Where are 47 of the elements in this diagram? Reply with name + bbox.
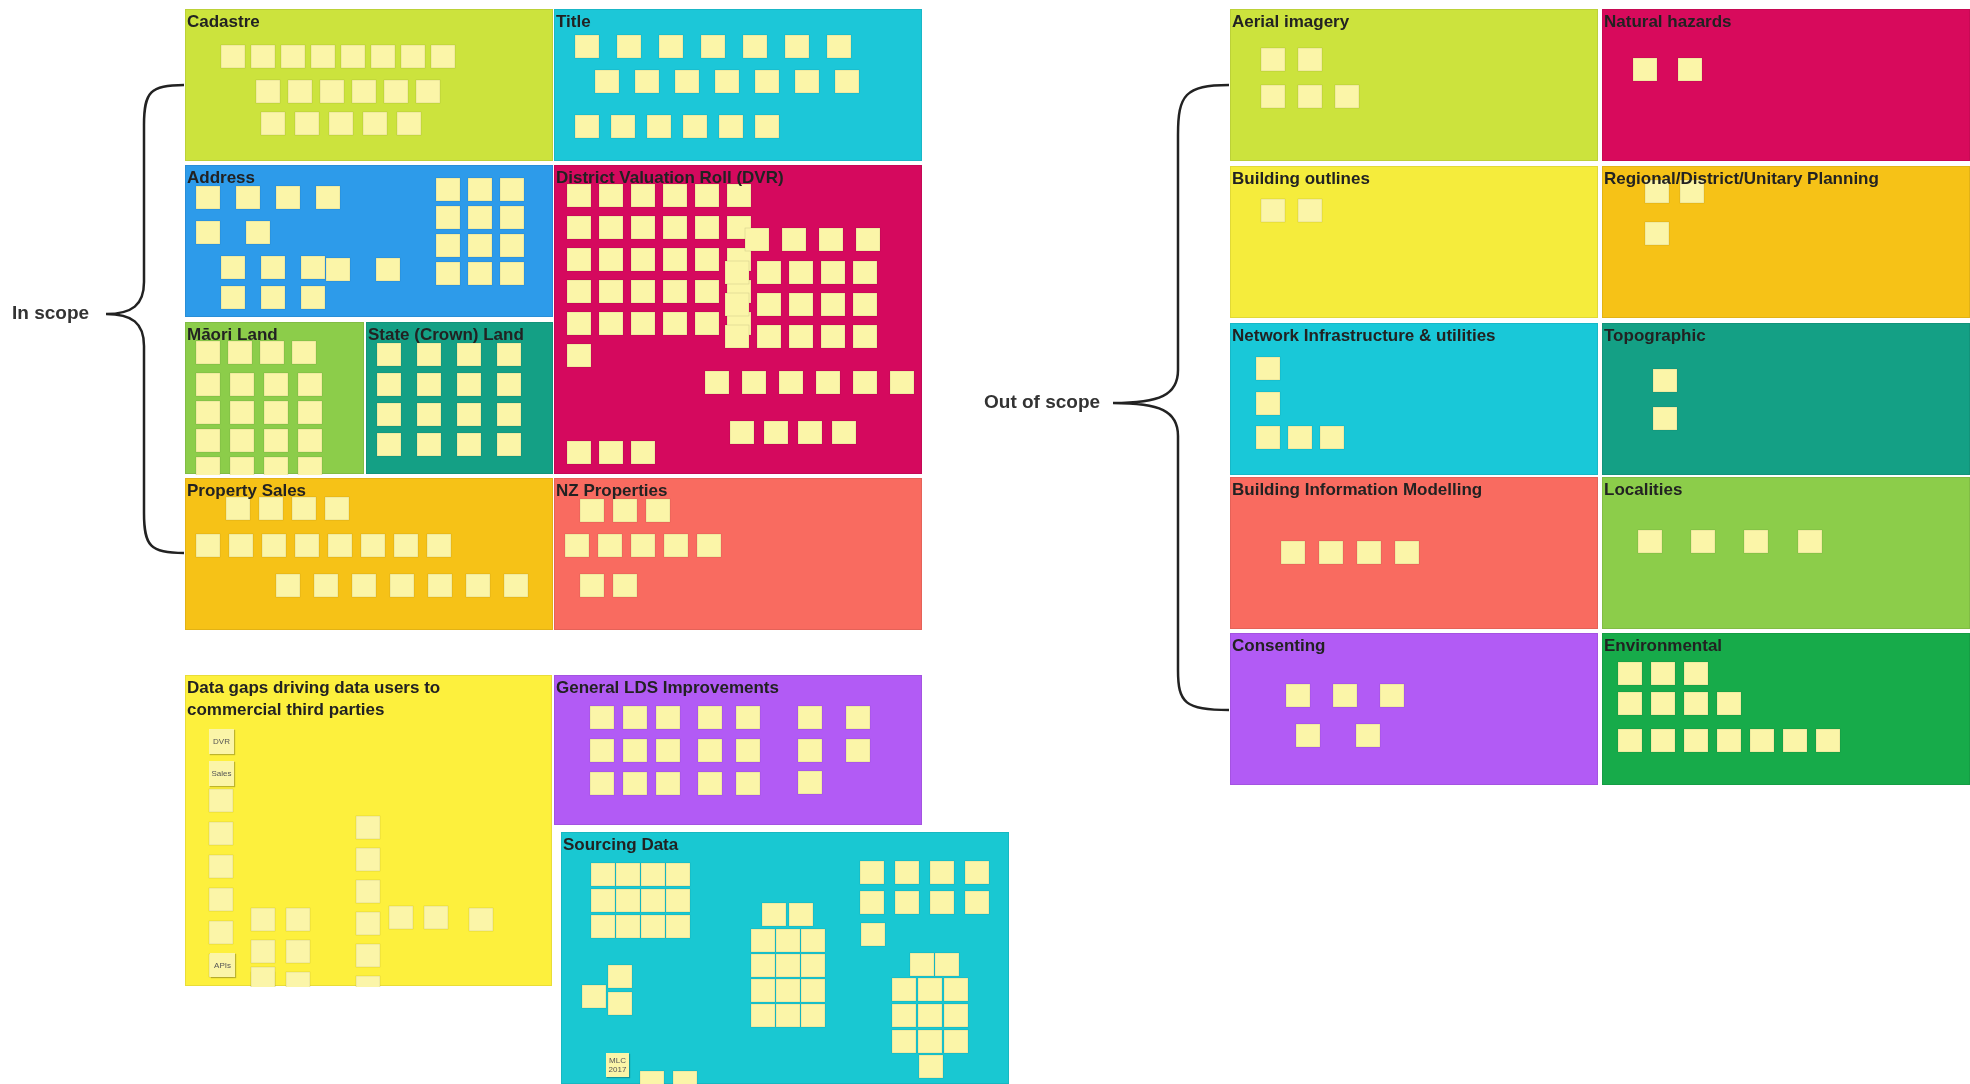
panel-title: State (Crown) Land xyxy=(368,324,524,346)
topic-panel xyxy=(554,9,922,161)
topic-panel xyxy=(1230,323,1598,475)
panel-title: Environmental xyxy=(1604,635,1723,657)
topic-panel xyxy=(1230,477,1598,629)
topic-panel xyxy=(185,165,553,317)
topic-panel xyxy=(185,675,552,986)
topic-panel xyxy=(1602,477,1970,629)
topic-panel xyxy=(1230,9,1598,161)
panel-title: Localities xyxy=(1604,479,1683,501)
panel-title: Regional/District/Unitary Planning xyxy=(1604,168,1879,190)
panel-title: Title xyxy=(556,11,591,33)
topic-panel xyxy=(561,832,1009,1084)
topic-panel xyxy=(1602,633,1970,785)
panel-title: Data gaps driving data users to commercial third parties xyxy=(187,677,442,721)
scope-label: In scope xyxy=(12,302,90,324)
panel-title: Address xyxy=(187,167,256,189)
topic-panel xyxy=(554,478,922,630)
panel-title: Network Infrastructure & utilities xyxy=(1232,325,1496,347)
topic-panel xyxy=(1602,9,1970,161)
topic-panel xyxy=(185,478,553,630)
topic-panel xyxy=(185,322,364,474)
topic-panel xyxy=(185,9,553,161)
panel-title: Aerial imagery xyxy=(1232,11,1350,33)
topic-panel xyxy=(1602,323,1970,475)
panel-title: Property Sales xyxy=(187,480,307,502)
panel-title: Natural hazards xyxy=(1604,11,1732,33)
sticky-note: APIs xyxy=(210,953,235,977)
panel-title: Building Information Modelling xyxy=(1232,479,1483,501)
topic-panel xyxy=(1230,166,1598,318)
panel-title: NZ Properties xyxy=(556,480,668,502)
panel-title: Sourcing Data xyxy=(563,834,679,856)
panel-title: General LDS Improvements xyxy=(556,677,779,699)
panel-title: Consenting xyxy=(1232,635,1326,657)
topic-panel xyxy=(554,675,922,825)
panel-title: District Valuation Roll (DVR) xyxy=(556,167,784,189)
sticky-note: DVR xyxy=(209,729,234,754)
panel-title: Topographic xyxy=(1604,325,1706,347)
scope-label: Out of scope xyxy=(984,391,1101,413)
sticky-note: Sales xyxy=(209,761,234,786)
topic-panel xyxy=(1602,166,1970,318)
panel-title: Māori Land xyxy=(187,324,278,346)
sticky-note: MLC 2017 xyxy=(606,1053,629,1077)
topic-panel xyxy=(1230,633,1598,785)
panel-title: Building outlines xyxy=(1232,168,1370,190)
topic-panel xyxy=(366,322,553,474)
panel-title: Cadastre xyxy=(187,11,260,33)
